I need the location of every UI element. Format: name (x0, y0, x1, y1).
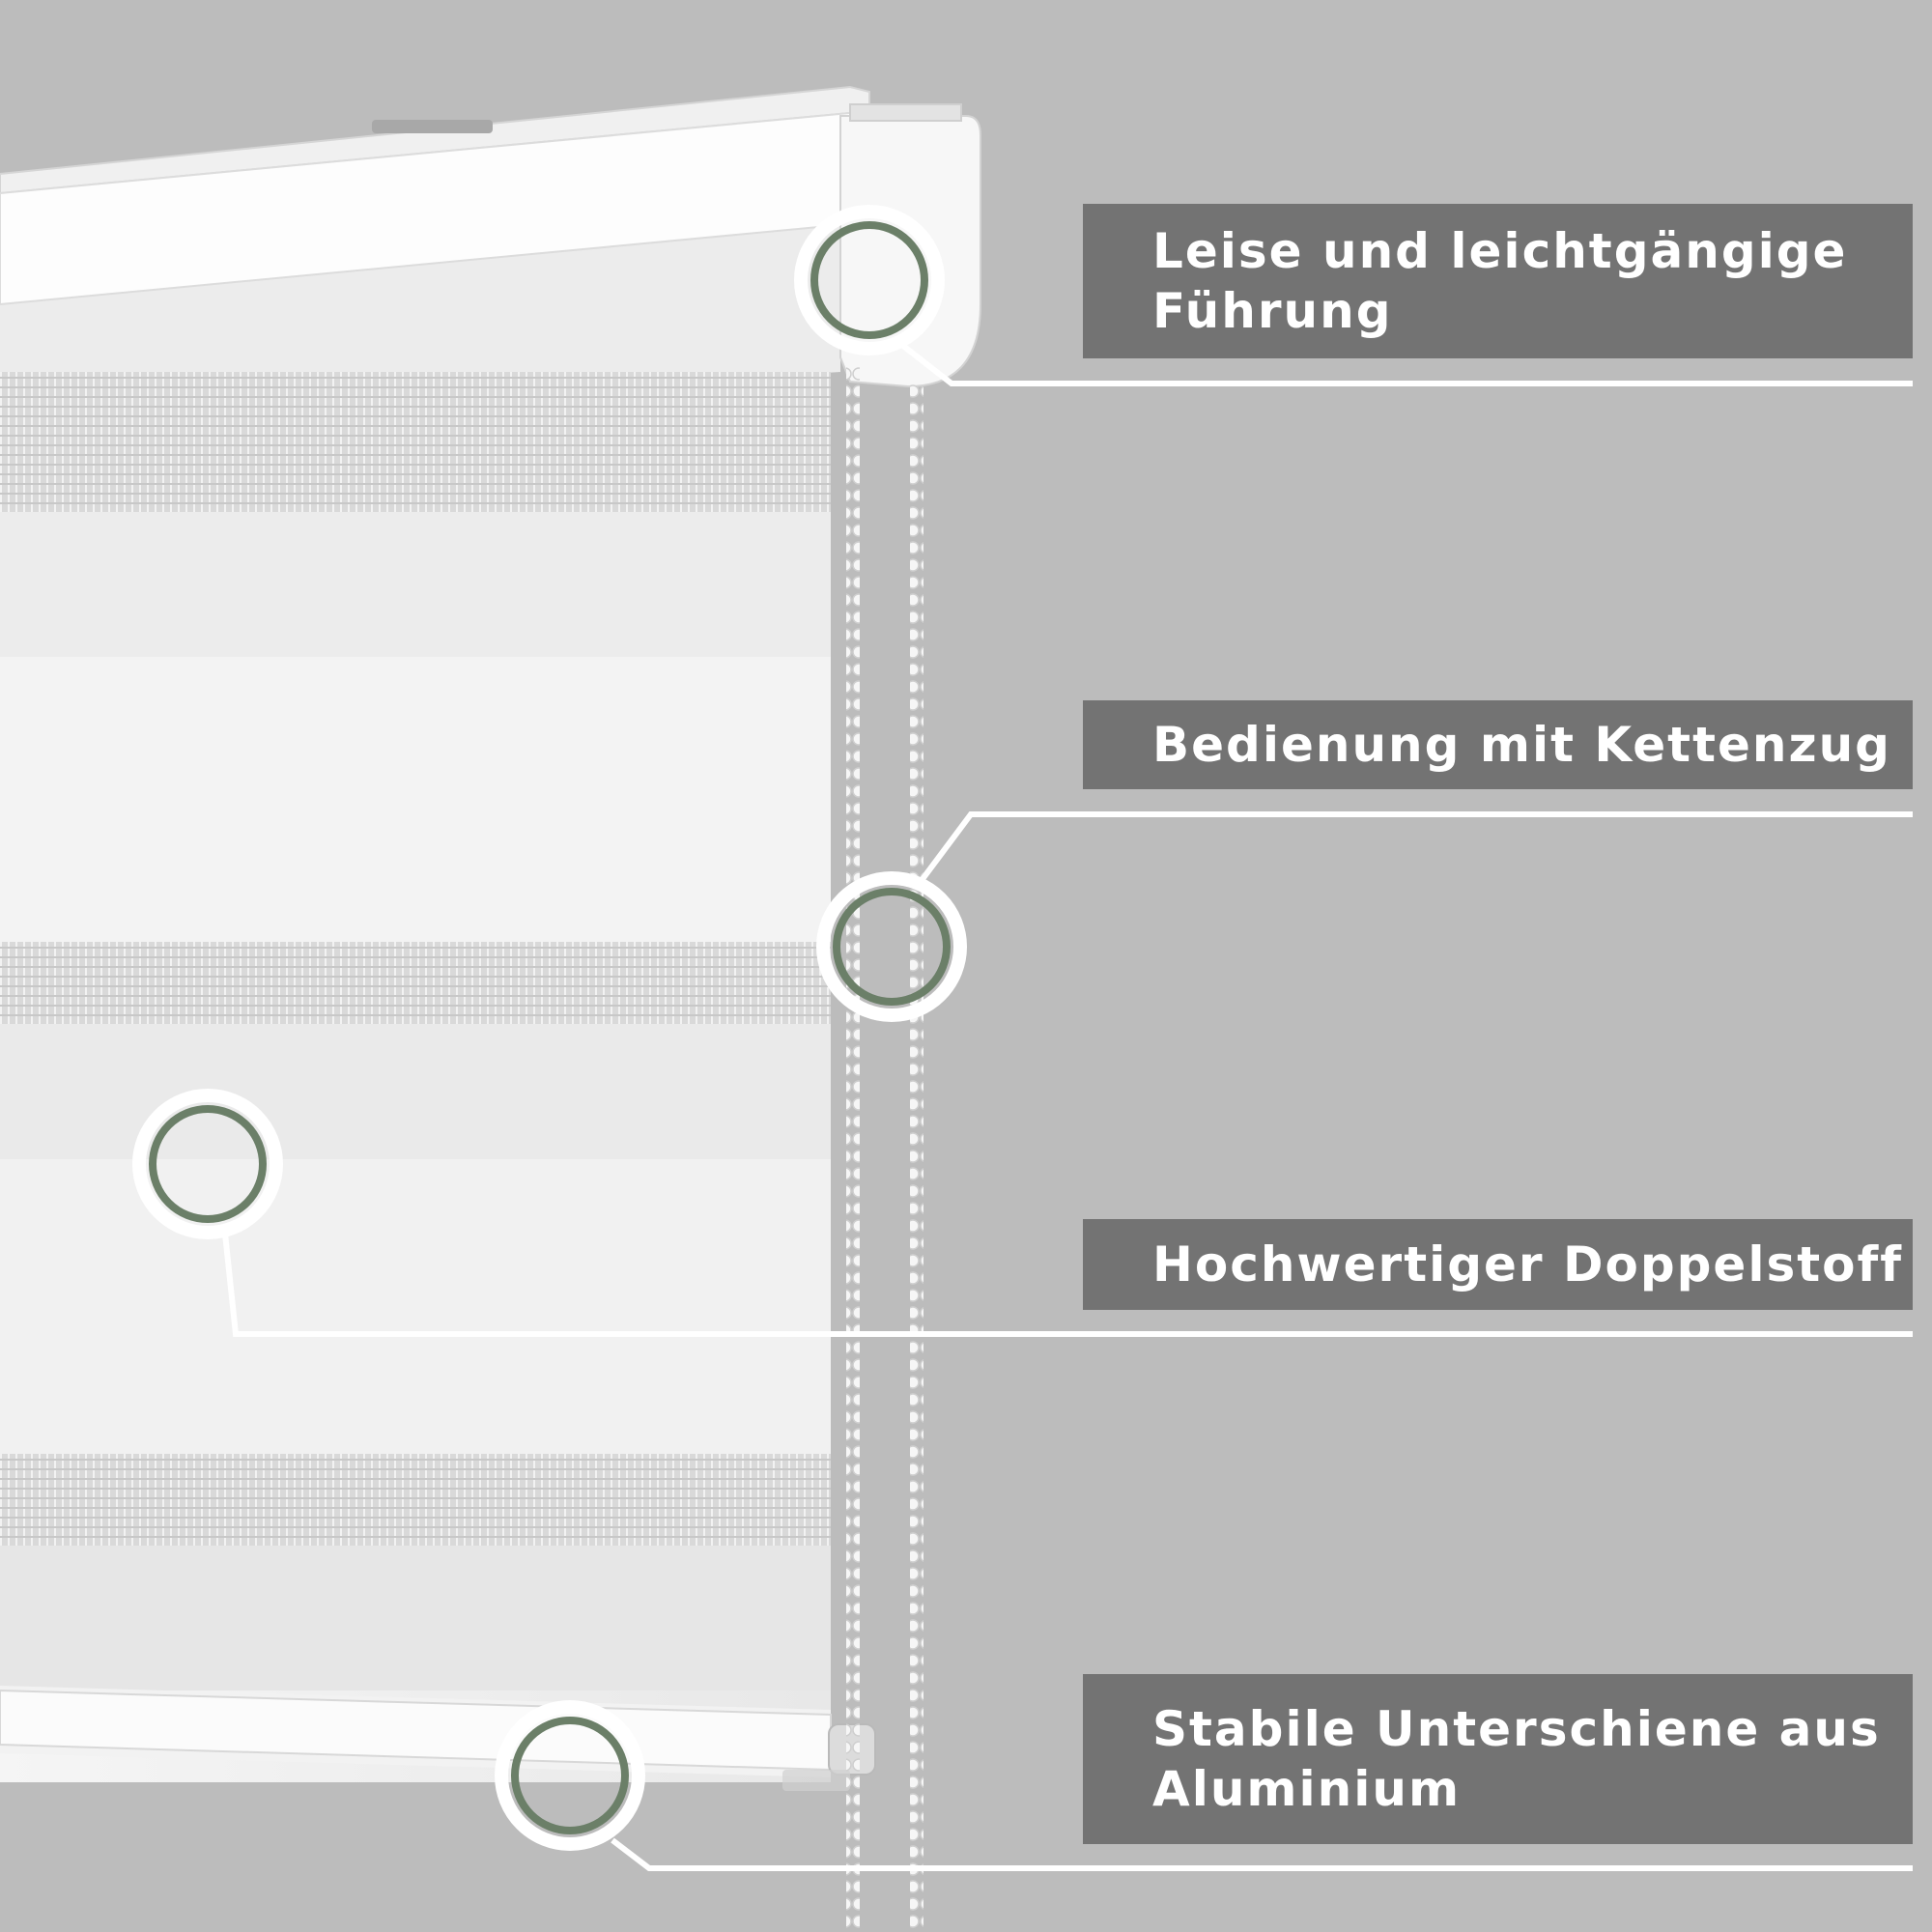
callout-guide (794, 205, 1913, 386)
feature-label-line: Hochwertiger Doppelstoff (1152, 1236, 1904, 1293)
feature-label-chain: Bedienung mit Kettenzug (1083, 700, 1913, 789)
feature-label-bottom-rail: Stabile Unterschiene aus Aluminium (1083, 1674, 1913, 1844)
callout-line-3 (222, 1233, 1913, 1337)
callout-ring-4 (495, 1700, 645, 1851)
callout-chain (816, 811, 1913, 1022)
feature-label-line: Aluminium (1152, 1761, 1462, 1817)
callout-ring-2 (816, 871, 967, 1022)
callout-line-1 (901, 343, 1913, 386)
blind-fabric (0, 372, 831, 1782)
callout-line-2 (920, 811, 1913, 881)
callout-line-4 (611, 1837, 1913, 1871)
feature-label-line: Bedienung mit Kettenzug (1152, 717, 1891, 773)
callout-ring-3 (132, 1089, 283, 1239)
callout-bottom-rail (495, 1700, 1913, 1871)
callout-fabric (132, 1089, 1913, 1337)
feature-label-line: Leise und leichtgängige (1152, 223, 1848, 279)
callout-ring-1 (794, 205, 945, 355)
feature-label-line: Führung (1152, 283, 1393, 339)
ball-chain (846, 367, 923, 1932)
feature-label-fabric: Hochwertiger Doppelstoff (1083, 1219, 1913, 1310)
feature-label-line: Stabile Unterschiene aus (1152, 1701, 1881, 1757)
feature-label-guide: Leise und leichtgängige Führung (1083, 204, 1913, 358)
headrail-cassette (0, 85, 981, 388)
